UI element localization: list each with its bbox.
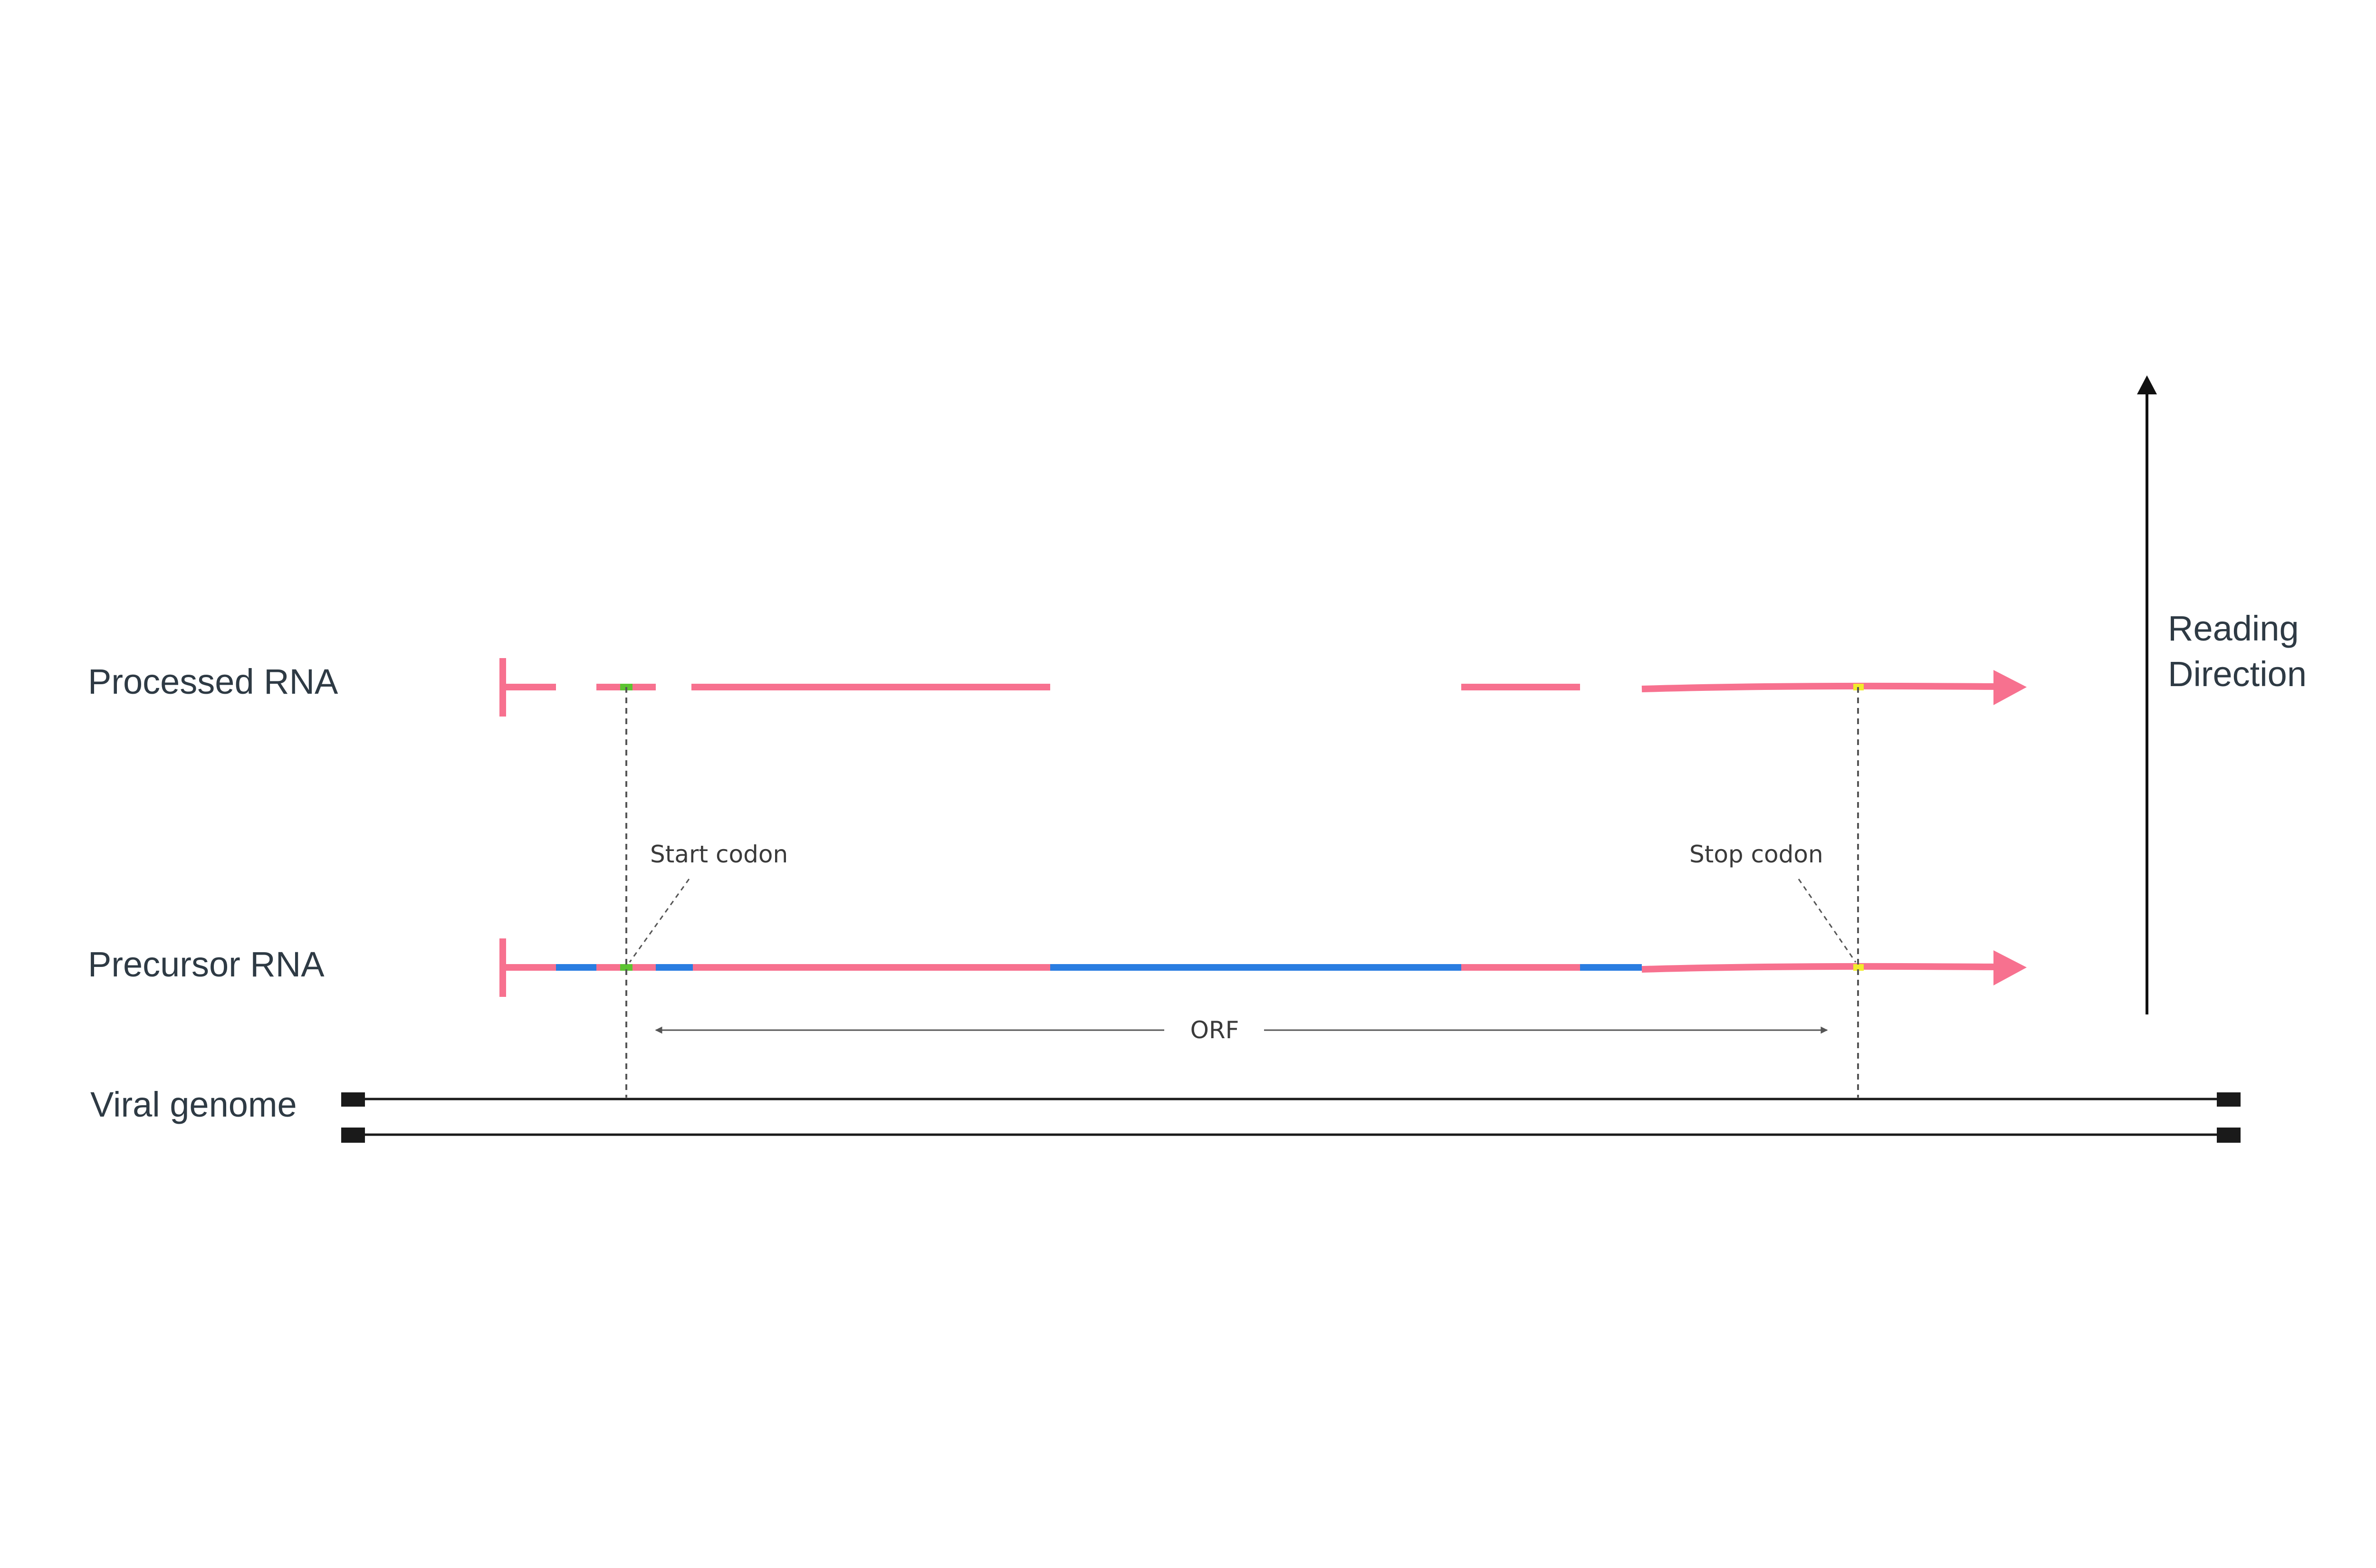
precursor-stop-codon-mark bbox=[1853, 964, 1864, 971]
processed-rna-strand bbox=[499, 658, 2027, 717]
orf-label: ORF bbox=[1190, 1016, 1239, 1044]
precursor-rna-arrowhead bbox=[1993, 950, 2027, 985]
reading-direction-label-line2: Direction bbox=[2168, 654, 2307, 694]
precursor-start-codon-mark bbox=[620, 964, 632, 971]
viral-genome-label: Viral genome bbox=[90, 1085, 297, 1124]
genome-bottom-left-terminus bbox=[341, 1128, 365, 1143]
stop-codon-label: Stop codon bbox=[1689, 841, 1823, 868]
start-codon-pointer bbox=[629, 879, 690, 963]
reading-direction-arrowhead-icon bbox=[2137, 375, 2157, 394]
reading-direction-label-line1: Reading bbox=[2168, 609, 2299, 648]
processed-exon-5 bbox=[1641, 682, 2011, 692]
genome-bottom-right-terminus bbox=[2217, 1128, 2241, 1143]
viral-genome bbox=[341, 1092, 2241, 1143]
precursor-rna-label: Precursor RNA bbox=[88, 945, 325, 984]
processed-rna-label: Processed RNA bbox=[88, 662, 338, 701]
processed-rna-arrowhead bbox=[1993, 670, 2027, 705]
genome-top-right-terminus bbox=[2217, 1092, 2241, 1107]
start-codon-label: Start codon bbox=[650, 841, 788, 868]
reading-direction-indicator: Reading Direction bbox=[2137, 375, 2307, 1014]
stop-codon-pointer bbox=[1798, 879, 1857, 963]
genome-top-left-terminus bbox=[341, 1092, 365, 1107]
precursor-rna-strand bbox=[499, 938, 2027, 997]
precursor-exon-5 bbox=[1641, 963, 2011, 973]
